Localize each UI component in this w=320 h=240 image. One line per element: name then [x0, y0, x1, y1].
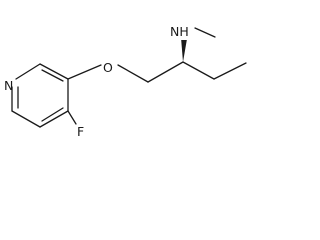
- fluorine-label: F: [77, 124, 84, 139]
- stereo-wedge-bond: [181, 40, 187, 62]
- bond-nh-methyl: [194, 27, 216, 38]
- amine-label: NH: [170, 24, 189, 39]
- chemical-structure: N O F NH: [4, 24, 247, 139]
- bond-chiral-ch2: [182, 61, 215, 80]
- bond-n1-c2: [15, 63, 41, 80]
- pyridine-ring: [11, 63, 69, 128]
- bond-ethyl: [213, 62, 247, 80]
- ring-nitrogen-label: N: [4, 78, 13, 93]
- oxygen-label: O: [103, 60, 113, 75]
- bond-ch2-chiral: [147, 61, 184, 83]
- bond-c4-f: [67, 110, 77, 125]
- bond-o-ch2: [117, 64, 149, 83]
- bond-c4-c5: [39, 110, 69, 128]
- bond-c3-o: [67, 64, 102, 80]
- bond-c2-c3-inner: [41, 69, 64, 82]
- bond-c5-c6: [11, 110, 41, 128]
- bond-c4-c5-inner: [41, 107, 64, 122]
- bond-c2-c3: [39, 63, 69, 80]
